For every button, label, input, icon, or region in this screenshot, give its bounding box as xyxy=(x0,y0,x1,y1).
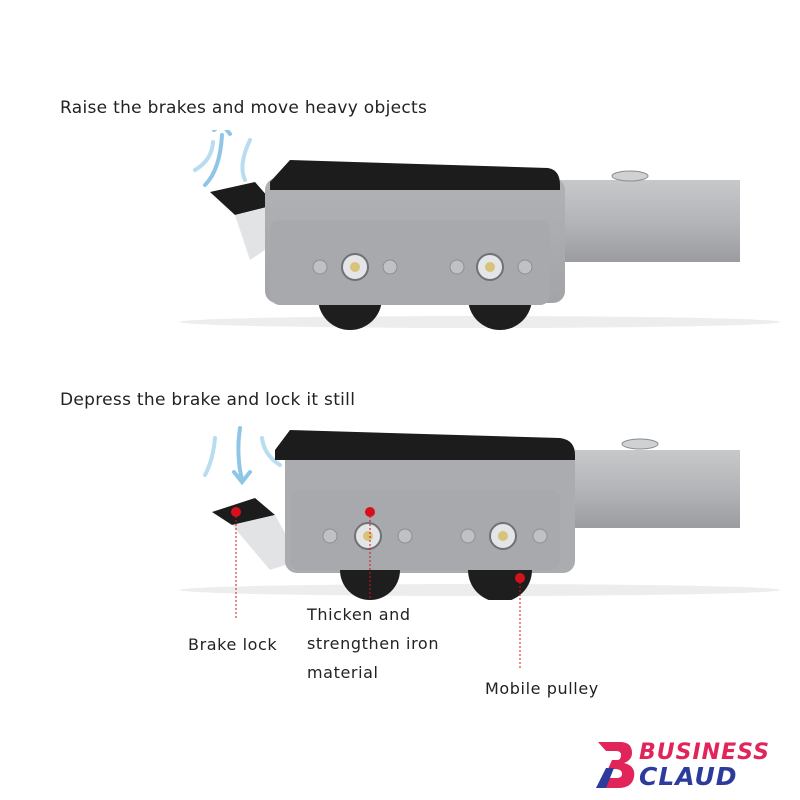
caster-locked-image xyxy=(180,426,780,600)
brake-lock-label: Brake lock xyxy=(188,635,278,654)
thicken-label-line2: strengthen iron xyxy=(307,634,440,653)
logo-mark-icon xyxy=(596,742,635,788)
thicken-label-line1: Thicken and xyxy=(307,605,411,624)
logo-line1: BUSINESS xyxy=(639,740,771,765)
down-arrows-icon xyxy=(203,426,282,486)
up-arrows-icon xyxy=(193,130,252,187)
rubber-pad xyxy=(270,160,560,190)
extension-tube xyxy=(560,180,740,262)
caster-raised-image xyxy=(180,130,780,330)
logo-line2: CLAUD xyxy=(639,762,738,791)
thicken-marker xyxy=(365,507,375,517)
thicken-label-line3: material xyxy=(307,663,379,682)
bottom-caption: Depress the brake and lock it still xyxy=(60,390,356,410)
mobile-pulley-label: Mobile pulley xyxy=(485,679,599,698)
top-caption: Raise the brakes and move heavy objects xyxy=(60,98,428,118)
brake-lock-marker xyxy=(231,507,241,517)
mobile-pulley-marker xyxy=(515,573,525,583)
business-claud-logo: BUSINESS CLAUD xyxy=(592,738,792,791)
